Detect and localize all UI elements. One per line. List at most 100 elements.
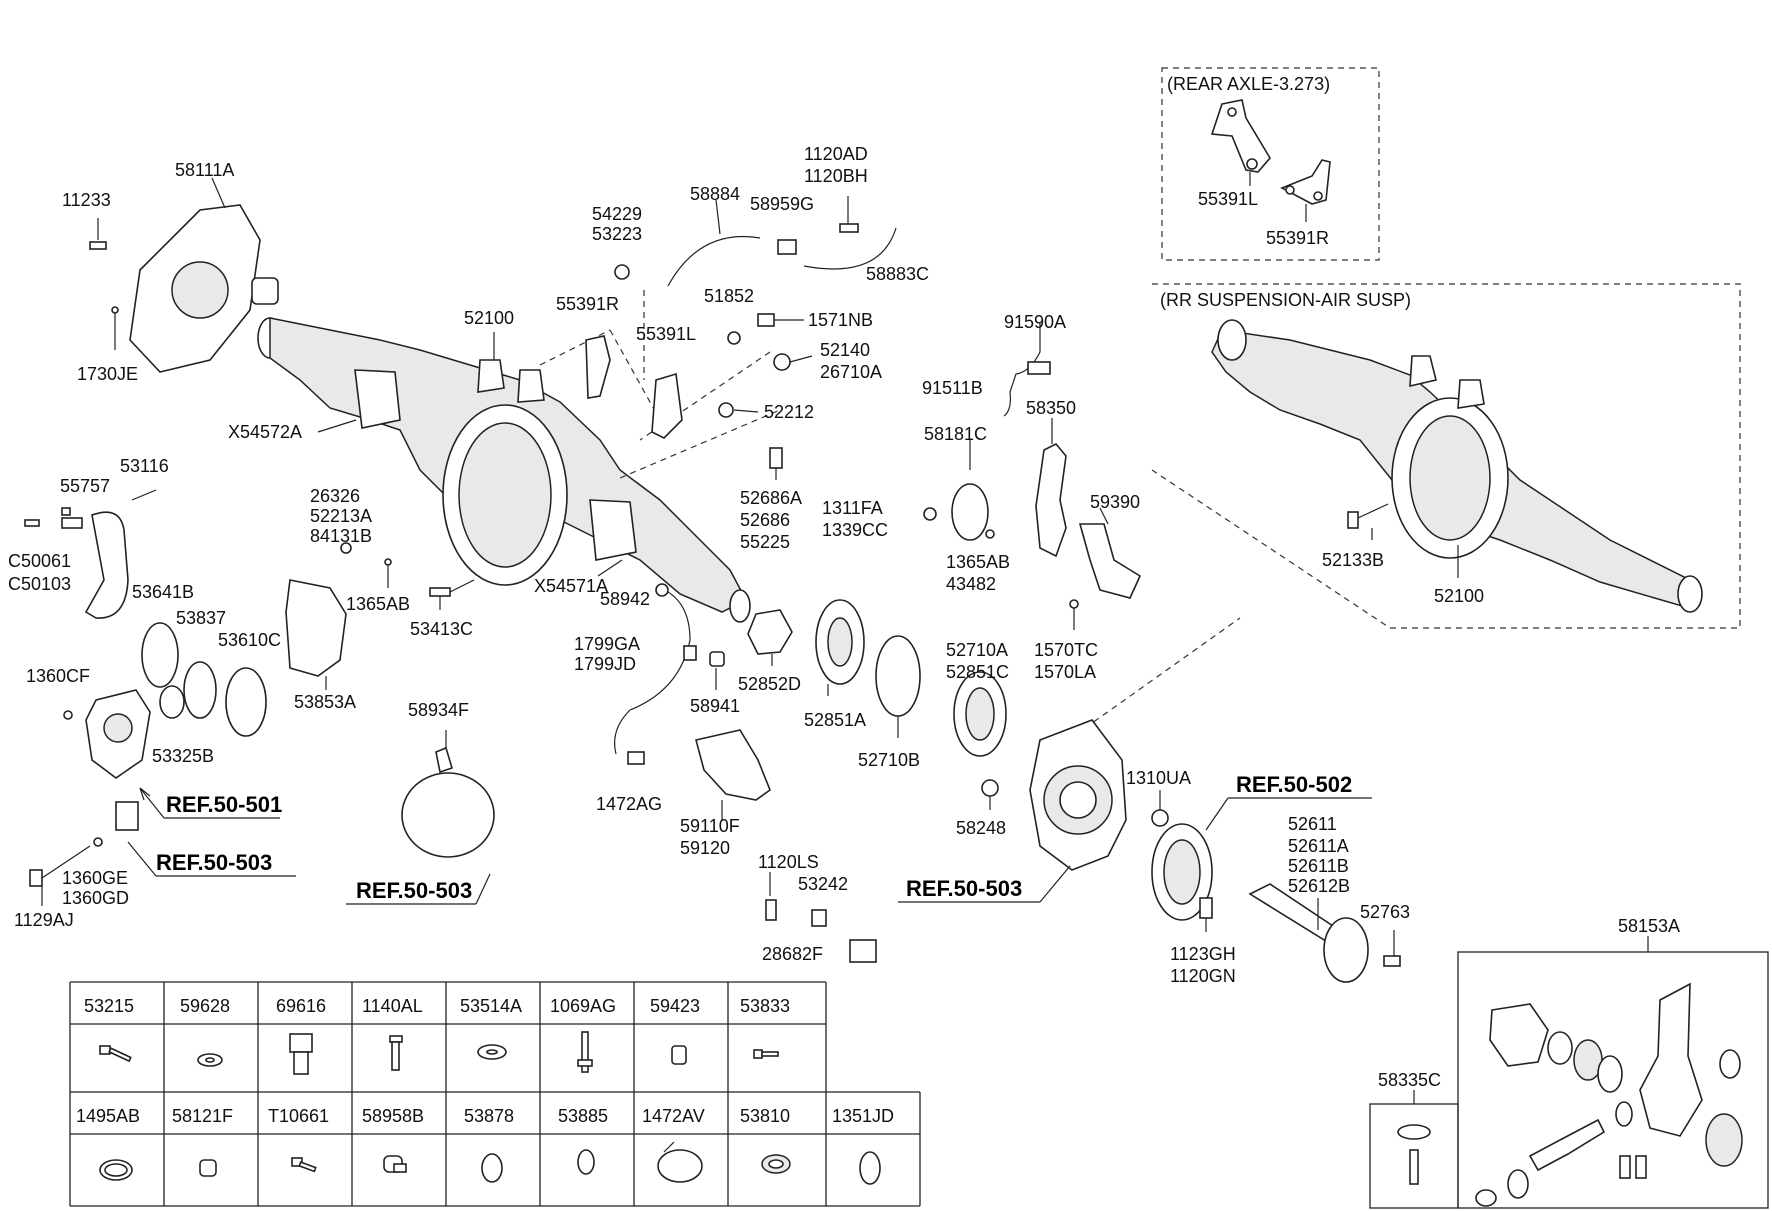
callout-1120AD: 1120AD	[804, 144, 868, 164]
long-bolt-icon	[389, 1035, 403, 1071]
kit-box-58153A: 58153A	[1457, 916, 1769, 1209]
snap-ring-icon	[481, 1153, 503, 1183]
washer-icon	[197, 1053, 223, 1067]
callout-1310UA: 1310UA	[1126, 768, 1191, 788]
callout-59390: 59390	[1090, 492, 1140, 512]
callout-52686: 52686	[740, 510, 790, 530]
hose-clamp-icon	[657, 1141, 703, 1183]
callout-52851A: 52851A	[804, 710, 866, 730]
ref-50-501[interactable]: REF.50-501	[166, 792, 282, 817]
table-cell-r1-c4: 1140AL	[362, 996, 423, 1016]
callout-52213A: 52213A	[310, 506, 372, 526]
main-housing-callouts: 52100 X54572A X54571A	[228, 308, 623, 596]
brake-backing-plate-group: 58111A 11233 1730JE	[62, 160, 279, 384]
table-cell-r1-c6: 1069AG	[550, 996, 616, 1016]
o-ring-icon	[99, 1159, 133, 1181]
callout-X54571A: X54571A	[534, 576, 608, 596]
hub-bearing-group: 52852D 52851A 52710B 52710A 52851C	[738, 599, 1009, 770]
callout-59120: 59120	[680, 838, 730, 858]
tapered-bearing-icon	[225, 667, 267, 737]
washer-flat-icon	[477, 1044, 507, 1060]
ref-50-502[interactable]: REF.50-502	[1236, 772, 1352, 797]
callout-55757: 55757	[60, 476, 110, 496]
accumulator-sphere-icon	[401, 772, 495, 858]
dust-cover-58181C-icon	[951, 483, 989, 541]
callout-52133B: 52133B	[1322, 550, 1384, 570]
callout-43482: 43482	[946, 574, 996, 594]
bracket-55391R-icon	[1280, 159, 1331, 205]
table-cell-r2-c7: 1472AV	[642, 1106, 705, 1126]
callout-1799JD: 1799JD	[574, 654, 636, 674]
callout-1365AB-right: 1365AB	[946, 552, 1010, 572]
kit-bolt-icon	[1409, 1149, 1419, 1185]
callout-52686A: 52686A	[740, 488, 802, 508]
callout-C50103: C50103	[8, 574, 71, 594]
bottom-left-parts: 1360GE 1360GD 1129AJ	[14, 801, 139, 930]
snap-ring-small-icon	[577, 1149, 595, 1175]
callout-54229: 54229	[592, 204, 642, 224]
kit-shaft-icon	[1528, 1118, 1606, 1172]
abs-wire-icon	[614, 587, 691, 755]
callout-53223: 53223	[592, 224, 642, 244]
table-cell-r2-c9: 1351JD	[832, 1106, 894, 1126]
assembly-guide-lines	[539, 290, 1241, 761]
ref-50-503-bottom[interactable]: REF.50-503	[356, 878, 472, 903]
clip-icon	[383, 1155, 407, 1173]
ref-50-503-left[interactable]: REF.50-503	[156, 850, 272, 875]
callout-1571NB: 1571NB	[808, 310, 873, 330]
air-suspension-inset: (RR SUSPENSION-AIR SUSP) 52133B 52100	[1151, 283, 1741, 629]
callout-58111A: 58111A	[175, 160, 234, 180]
kit-spring-icon	[1705, 1113, 1743, 1167]
callout-58181C: 58181C	[924, 424, 987, 444]
seal-52710B-icon	[875, 635, 921, 717]
sleeve-icon	[671, 1045, 687, 1065]
callout-1120GN: 1120GN	[1170, 966, 1236, 986]
air-suspension-inset-title: (RR SUSPENSION-AIR SUSP)	[1160, 290, 1411, 310]
callout-28682F: 28682F	[762, 944, 823, 964]
callout-58941: 58941	[690, 696, 740, 716]
callout-C50061: C50061	[8, 551, 71, 571]
callout-58335C: 58335C	[1378, 1070, 1441, 1090]
callout-53116: 53116	[120, 456, 169, 476]
callout-53641B: 53641B	[132, 582, 194, 602]
callout-53325B: 53325B	[152, 746, 214, 766]
callout-52612B: 52612B	[1288, 876, 1350, 896]
callout-52100-inset: 52100	[1434, 586, 1484, 606]
callout-1472AG: 1472AG	[596, 794, 662, 814]
callout-58884: 58884	[690, 184, 740, 204]
bracket-fitting-icon	[289, 1033, 313, 1075]
ref-50-503-center[interactable]: REF.50-503	[906, 876, 1022, 901]
table-cell-r2-c4: 58958B	[362, 1106, 424, 1126]
axle-shaft-group: 52611 52611A 52611B 52612B 52763	[1248, 814, 1410, 983]
block-icon	[115, 801, 139, 831]
table-cell-r1-c3: 69616	[276, 996, 326, 1016]
callout-1311FA: 1311FA	[822, 498, 883, 518]
bracket-55391R-main-icon	[585, 335, 611, 399]
callout-1120LS: 1120LS	[758, 852, 819, 872]
callout-55391R: 55391R	[556, 294, 619, 314]
callout-91590A: 91590A	[1004, 312, 1066, 332]
callout-52710A: 52710A	[946, 640, 1008, 660]
callout-91511B: 91511B	[922, 378, 983, 398]
table-cell-r2-c3: T10661	[268, 1106, 329, 1126]
callout-52140: 52140	[820, 340, 870, 360]
table-cell-r2-c2: 58121F	[172, 1106, 233, 1126]
callout-1365AB-left: 1365AB	[346, 594, 410, 614]
kit-gasket-icon	[1489, 1003, 1549, 1067]
callout-1123GH: 1123GH	[1170, 944, 1236, 964]
screw-icon	[291, 1157, 317, 1173]
table-cell-r1-c8: 53833	[740, 996, 790, 1016]
main-axle-housing	[257, 317, 751, 623]
table-cell-r2-c1: 1495AB	[76, 1106, 140, 1126]
callout-26710A: 26710A	[820, 362, 882, 382]
brake-line-group: 54229 53223 58884 58959G 1120AD 1120BH 5…	[592, 144, 929, 552]
axle-shaft-flange-icon	[1323, 917, 1369, 983]
table-cell-r1-c7: 59423	[650, 996, 700, 1016]
kit-box-58335C: 58335C	[1369, 1070, 1459, 1209]
callout-58883C: 58883C	[866, 264, 929, 284]
callout-84131B: 84131B	[310, 526, 372, 546]
callout-52611A: 52611A	[1288, 836, 1349, 856]
bearing-race-icon	[183, 661, 217, 719]
callout-1120BH: 1120BH	[804, 166, 868, 186]
